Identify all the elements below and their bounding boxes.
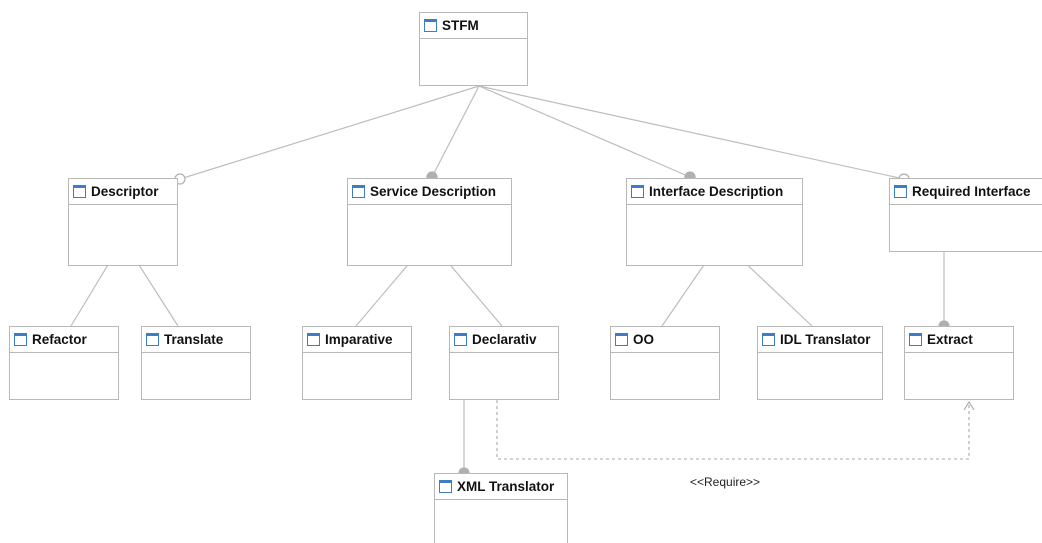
feature-interface-description[interactable]: Interface Description bbox=[626, 178, 803, 266]
class-icon bbox=[352, 185, 365, 198]
feature-service-description[interactable]: Service Description bbox=[347, 178, 512, 266]
feature-translate[interactable]: Translate bbox=[141, 326, 251, 400]
class-icon bbox=[307, 333, 320, 346]
feature-label: Service Description bbox=[370, 184, 497, 199]
class-icon bbox=[762, 333, 775, 346]
feature-label: Descriptor bbox=[91, 184, 159, 199]
class-icon bbox=[14, 333, 27, 346]
feature-label: XML Translator bbox=[457, 479, 555, 494]
feature-extract[interactable]: Extract bbox=[904, 326, 1014, 400]
feature-xml-translator[interactable]: XML Translator bbox=[434, 473, 568, 543]
feature-declarativ[interactable]: Declarativ bbox=[449, 326, 559, 400]
feature-stfm[interactable]: STFM bbox=[419, 12, 528, 86]
feature-idl-translator[interactable]: IDL Translator bbox=[757, 326, 883, 400]
class-icon bbox=[615, 333, 628, 346]
feature-label: Imparative bbox=[325, 332, 393, 347]
require-stereotype-label: <<Require>> bbox=[690, 475, 761, 489]
edge-stfm-service bbox=[431, 85, 480, 178]
feature-label: Declarativ bbox=[472, 332, 537, 347]
feature-label: Refactor bbox=[32, 332, 87, 347]
class-icon bbox=[909, 333, 922, 346]
feature-refactor[interactable]: Refactor bbox=[9, 326, 119, 400]
class-icon bbox=[894, 185, 907, 198]
feature-label: Interface Description bbox=[649, 184, 784, 199]
feature-label: IDL Translator bbox=[780, 332, 871, 347]
class-icon bbox=[73, 185, 86, 198]
class-icon bbox=[424, 19, 437, 32]
class-icon bbox=[439, 480, 452, 493]
edge-stfm-descriptor bbox=[179, 85, 480, 180]
require-arrowhead bbox=[963, 400, 975, 411]
feature-label: Translate bbox=[164, 332, 224, 347]
class-icon bbox=[454, 333, 467, 346]
feature-oo[interactable]: OO bbox=[610, 326, 720, 400]
feature-label: Extract bbox=[927, 332, 973, 347]
class-icon bbox=[146, 333, 159, 346]
require-connector bbox=[496, 400, 970, 460]
feature-label: OO bbox=[633, 332, 655, 347]
feature-required-interface[interactable]: Required Interface bbox=[889, 178, 1042, 252]
edge-stfm-required bbox=[478, 85, 905, 180]
feature-descriptor[interactable]: Descriptor bbox=[68, 178, 178, 266]
feature-imparative[interactable]: Imparative bbox=[302, 326, 412, 400]
feature-label: STFM bbox=[442, 18, 479, 33]
class-icon bbox=[631, 185, 644, 198]
feature-label: Required Interface bbox=[912, 184, 1031, 199]
edge-stfm-interface bbox=[478, 85, 691, 178]
